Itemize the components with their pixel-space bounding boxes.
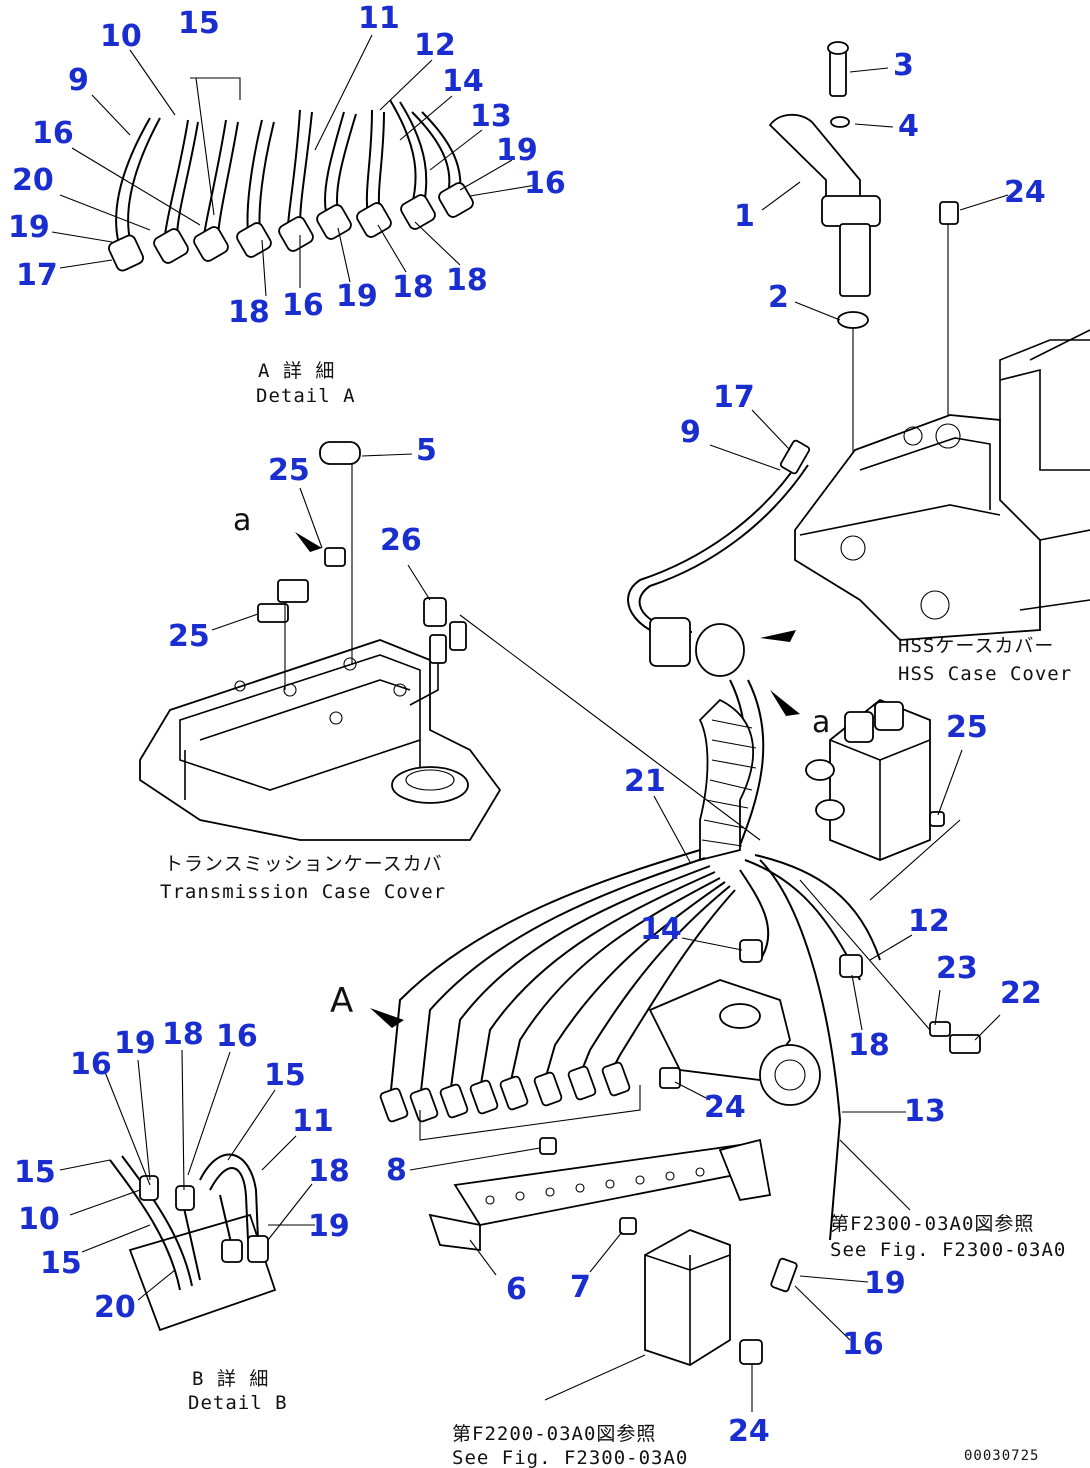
callout-4: 4 <box>898 109 919 144</box>
callout-19: 19 <box>864 1266 906 1301</box>
callout-16: 16 <box>524 166 566 201</box>
callout-19: 19 <box>114 1026 156 1061</box>
callout-10: 10 <box>100 19 142 54</box>
view-letter-a-lower: a <box>812 705 831 740</box>
view-letter-a-upper: a <box>233 503 252 538</box>
callout-18: 18 <box>308 1154 350 1189</box>
callout-20: 20 <box>12 163 54 198</box>
callout-13: 13 <box>904 1094 946 1129</box>
elbow-pipe-assembly <box>768 41 959 540</box>
callout-8: 8 <box>386 1153 407 1188</box>
callout-5: 5 <box>416 433 437 468</box>
callout-16: 16 <box>282 288 324 323</box>
view-letters: A a a <box>233 503 831 1021</box>
caption-ref1-en: See Fig. F2300-03A0 <box>830 1239 1066 1261</box>
callout-1: 1 <box>734 199 755 234</box>
transmission-case-cover <box>139 441 502 841</box>
callout-15: 15 <box>40 1246 82 1281</box>
callout-15: 15 <box>14 1155 56 1190</box>
hose-bundle <box>379 439 881 1241</box>
callout-18: 18 <box>392 270 434 305</box>
callout-13: 13 <box>470 99 512 134</box>
callout-25: 25 <box>268 453 310 488</box>
callouts: 10 15 11 12 9 14 13 16 19 16 20 19 17 18… <box>8 1 1046 1449</box>
callout-11: 11 <box>292 1104 334 1139</box>
callout-21: 21 <box>624 764 666 799</box>
hose-bracket <box>428 1137 772 1252</box>
callout-24: 24 <box>1004 175 1046 210</box>
callout-19: 19 <box>336 279 378 314</box>
callout-11: 11 <box>358 1 400 36</box>
caption-detail-a-jp: A 詳 細 <box>258 360 335 382</box>
valve-block <box>805 698 945 861</box>
leader-lines <box>51 34 1009 1412</box>
callout-16: 16 <box>32 116 74 151</box>
callout-18: 18 <box>162 1017 204 1052</box>
caption-ref2-en: See Fig. F2300-03A0 <box>452 1447 688 1468</box>
detail-a-hose-ends <box>108 77 474 272</box>
view-arrows <box>295 532 800 1028</box>
callout-17: 17 <box>713 380 755 415</box>
callout-20: 20 <box>94 1290 136 1325</box>
callout-24: 24 <box>728 1414 770 1449</box>
lower-valve-block <box>644 1229 798 1366</box>
callout-15: 15 <box>178 6 220 41</box>
caption-detail-b-jp: B 詳 細 <box>192 1368 269 1390</box>
callout-2: 2 <box>768 280 789 315</box>
view-letter-A: A <box>330 981 354 1021</box>
caption-trans-jp: トランスミッションケースカバ <box>164 853 443 875</box>
callout-16: 16 <box>70 1047 112 1082</box>
callout-9: 9 <box>68 63 89 98</box>
detail-b <box>109 1153 277 1332</box>
caption-ref1-jp: 第F2300-03A0図参照 <box>830 1213 1034 1235</box>
callout-18: 18 <box>446 263 488 298</box>
caption-hss-en: HSS Case Cover <box>898 663 1072 685</box>
captions: A 詳 細 Detail A HSSケースカバー HSS Case Cover … <box>160 360 1072 1468</box>
callout-12: 12 <box>908 904 950 939</box>
drawing-number: 00030725 <box>964 1448 1039 1464</box>
callout-10: 10 <box>18 1202 60 1237</box>
callout-7: 7 <box>570 1270 591 1305</box>
callout-18: 18 <box>848 1028 890 1063</box>
callout-18: 18 <box>228 295 270 330</box>
callout-6: 6 <box>506 1272 527 1307</box>
callout-25: 25 <box>946 710 988 745</box>
callout-25: 25 <box>168 619 210 654</box>
callout-15: 15 <box>264 1058 306 1093</box>
hss-case-cover <box>794 329 1090 641</box>
callout-17: 17 <box>16 258 58 293</box>
callout-14: 14 <box>442 64 484 99</box>
callout-16: 16 <box>842 1327 884 1362</box>
callout-19: 19 <box>496 133 538 168</box>
callout-12: 12 <box>414 28 456 63</box>
callout-16: 16 <box>216 1019 258 1054</box>
caption-detail-a-en: Detail A <box>256 385 356 407</box>
callout-9: 9 <box>680 415 701 450</box>
callout-24: 24 <box>704 1090 746 1125</box>
callout-26: 26 <box>380 523 422 558</box>
callout-19: 19 <box>8 210 50 245</box>
callout-3: 3 <box>893 48 914 83</box>
callout-19: 19 <box>308 1209 350 1244</box>
callout-22: 22 <box>1000 976 1042 1011</box>
caption-detail-b-en: Detail B <box>188 1392 288 1414</box>
pump-body <box>648 979 981 1106</box>
callout-14: 14 <box>640 912 682 947</box>
caption-trans-en: Transmission Case Cover <box>160 881 446 903</box>
callout-23: 23 <box>936 951 978 986</box>
caption-ref2-jp: 第F2200-03A0図参照 <box>452 1423 656 1445</box>
caption-hss-jp: HSSケースカバー <box>898 635 1054 657</box>
